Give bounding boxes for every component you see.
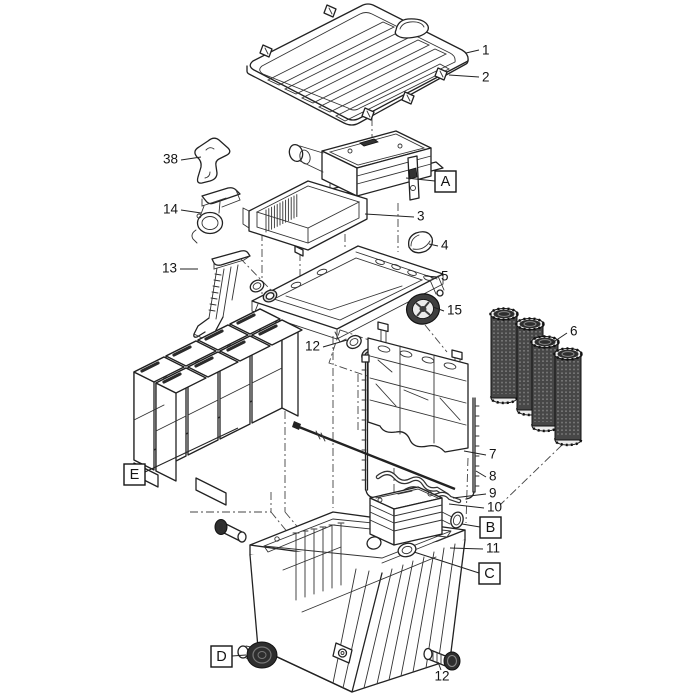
foam-handle-slots	[140, 313, 278, 384]
part-basin	[249, 511, 466, 693]
part-cartridges	[489, 307, 583, 447]
part-drain	[237, 641, 278, 669]
basin-corrugations	[332, 543, 456, 689]
basin-inner-slats	[282, 522, 437, 613]
part-fitting-12	[423, 647, 461, 671]
uv-top-slot	[359, 138, 379, 147]
ref-label-b: B	[486, 520, 496, 536]
part-rod-right	[465, 397, 480, 500]
callout-labels: 1 2 38 14 13 3 4 5 15 12 6 7 8 9 10 11 1…	[162, 43, 578, 684]
callout-13: 13	[162, 261, 177, 276]
ref-label-a: A	[441, 174, 451, 190]
part-lid-clips	[259, 4, 448, 121]
callout-8: 8	[489, 469, 497, 484]
cartridge	[553, 347, 583, 447]
ref-box-b: B	[479, 516, 502, 539]
leader-lines	[144, 49, 568, 671]
callout-2: 2	[482, 70, 490, 85]
part-outlet-unit	[366, 486, 464, 558]
callout-11: 11	[486, 541, 500, 556]
callout-4: 4	[441, 238, 449, 253]
callout-3: 3	[417, 209, 425, 224]
ref-label-d: D	[216, 649, 226, 665]
callout-9: 9	[489, 486, 497, 501]
part-foam-blocks	[133, 308, 303, 506]
part-frame	[251, 245, 445, 343]
ref-label-c: C	[484, 566, 494, 582]
callout-5: 5	[441, 269, 449, 284]
outlet-elbow	[450, 511, 464, 529]
ref-box-c: C	[478, 562, 501, 585]
callout-10: 10	[487, 500, 502, 515]
part-lock-14	[191, 187, 241, 244]
part-inlet-fitting	[214, 519, 247, 543]
part-uv-unit	[288, 130, 444, 201]
part-long-rod	[292, 421, 456, 491]
part-bracket-13	[193, 250, 251, 342]
cartridge	[530, 335, 560, 433]
uv-quartz-connector	[288, 143, 304, 163]
ref-label-e: E	[130, 467, 140, 483]
cartridge	[489, 307, 519, 405]
ref-box-d: D	[210, 645, 233, 668]
foam-foot	[195, 477, 227, 506]
callout-12-fitting: 12	[434, 669, 449, 684]
part-tray	[242, 180, 368, 257]
callout-15: 15	[447, 303, 462, 318]
callout-1: 1	[482, 43, 490, 58]
callout-38: 38	[163, 152, 178, 167]
callout-7: 7	[489, 447, 497, 462]
callout-6: 6	[570, 324, 578, 339]
reference-boxes: A B C D E	[123, 170, 502, 668]
ref-box-e: E	[123, 463, 146, 486]
outlet-flange	[397, 542, 417, 558]
part-lid	[246, 3, 469, 126]
callout-14: 14	[163, 202, 179, 217]
part-cap	[408, 231, 434, 254]
callout-12-seals: 12	[305, 339, 320, 354]
part-screen-assembly	[292, 321, 480, 504]
part-clip-38	[194, 137, 231, 184]
frame-seal-rings	[249, 279, 278, 303]
ref-box-a: A	[434, 170, 457, 193]
part-wheel	[405, 293, 441, 325]
